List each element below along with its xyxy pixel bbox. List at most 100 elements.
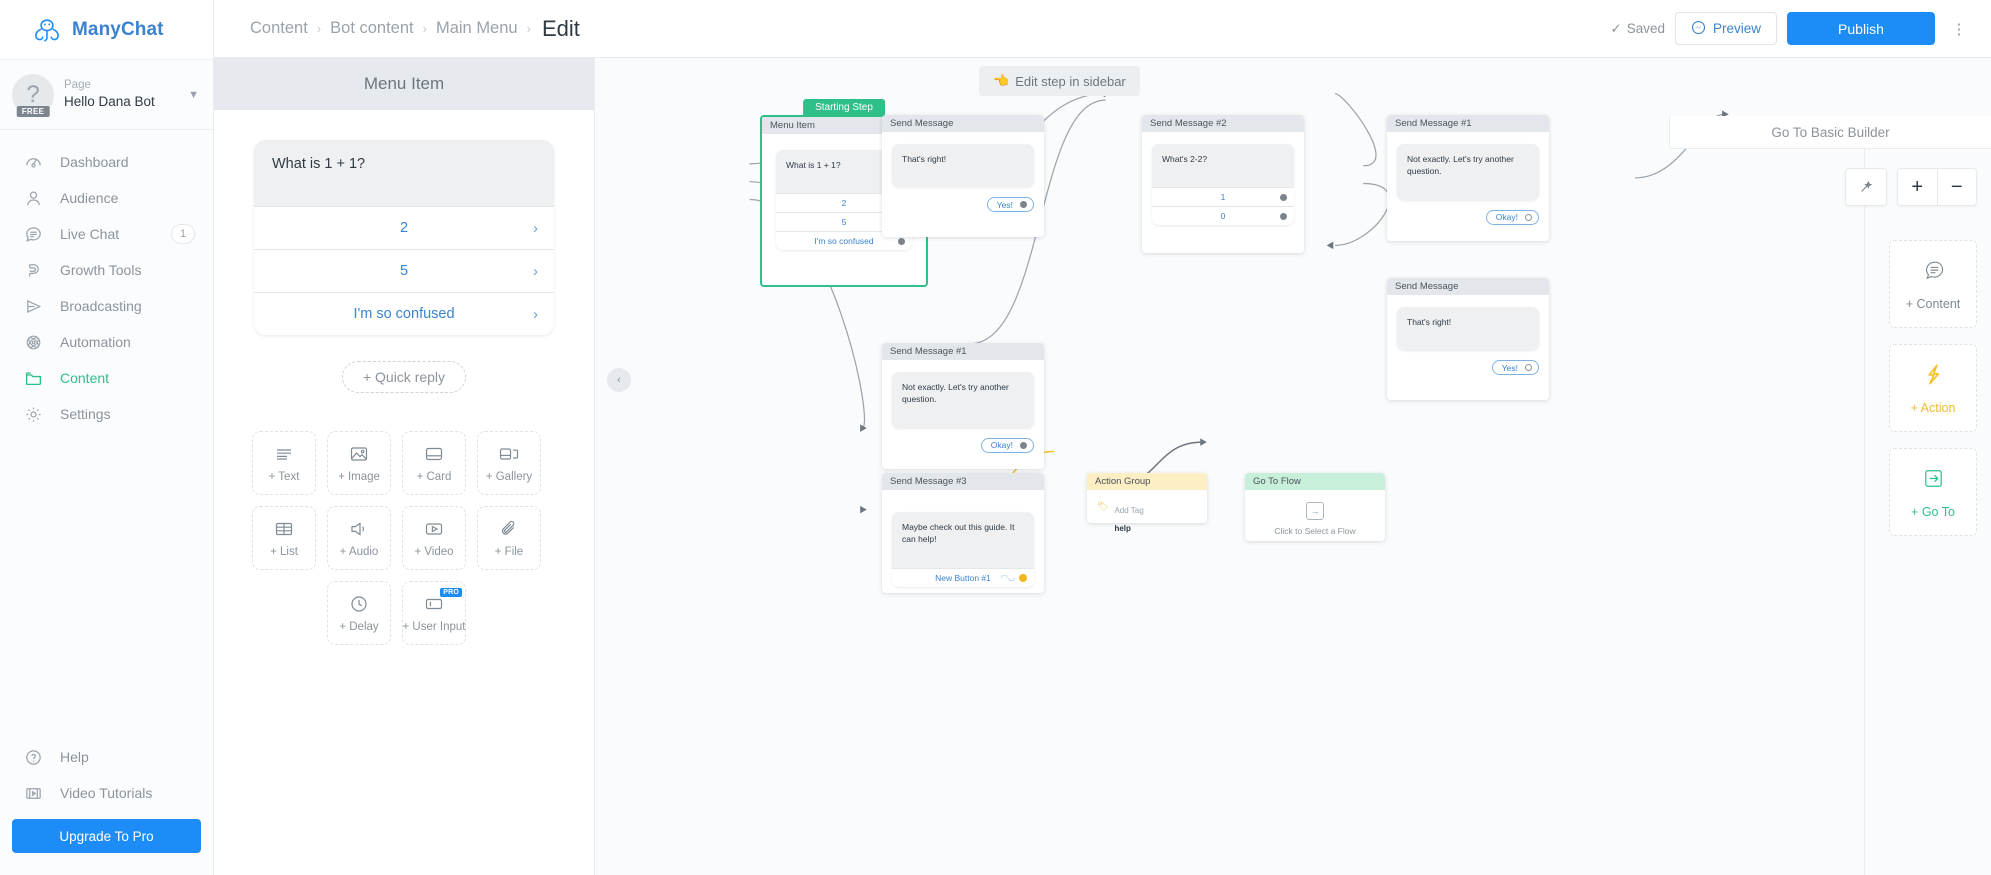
- upgrade-to-pro-button[interactable]: Upgrade To Pro: [12, 819, 201, 853]
- node-quick-reply[interactable]: Yes!: [986, 197, 1034, 213]
- sidebar-item-video-tutorials[interactable]: Video Tutorials: [0, 775, 213, 811]
- magic-wand-icon[interactable]: [1845, 168, 1887, 206]
- pro-badge: PRO: [440, 588, 462, 597]
- connector-dot[interactable]: [1020, 201, 1027, 209]
- node-body: → Click to Select a Flow: [1245, 490, 1385, 546]
- sidebar-spacer: [0, 432, 213, 739]
- sidebar-item-live-chat[interactable]: Live Chat 1: [0, 216, 213, 252]
- chat-bubble-icon: [22, 223, 44, 245]
- publish-button[interactable]: Publish: [1787, 12, 1935, 45]
- collapse-sidebar-handle[interactable]: ‹: [607, 368, 631, 392]
- sidebar-item-content[interactable]: Content: [0, 360, 213, 396]
- flow-node-send-message-3[interactable]: Send Message #3 Maybe check out this gui…: [882, 473, 1044, 593]
- connector-dot[interactable]: [1280, 193, 1287, 201]
- breadcrumb-separator-icon: ›: [526, 21, 531, 36]
- add-list-block[interactable]: + List: [252, 506, 316, 570]
- zoom-controls: + −: [1845, 168, 1977, 206]
- sidebar-item-dashboard[interactable]: Dashboard: [0, 144, 213, 180]
- connector-dot[interactable]: [898, 237, 905, 245]
- add-image-block[interactable]: + Image: [327, 431, 391, 495]
- flow-node-send-message-right[interactable]: Send Message That's right! Yes!: [1387, 278, 1549, 400]
- node-option[interactable]: 0: [1152, 206, 1294, 226]
- saved-label: Saved: [1626, 21, 1665, 36]
- zoom-out-button[interactable]: −: [1936, 169, 1977, 205]
- sidebar-item-growth-tools[interactable]: Growth Tools: [0, 252, 213, 288]
- flow-node-send-message-1-mid[interactable]: Send Message #1 Not exactly. Let's try a…: [882, 343, 1044, 469]
- sidebar-item-label: Growth Tools: [60, 262, 142, 278]
- more-vertical-icon[interactable]: ⋮: [1951, 20, 1967, 38]
- avatar: ? FREE: [12, 73, 54, 117]
- message-button[interactable]: 5 ›: [254, 249, 554, 292]
- quick-reply-row: + Quick reply: [252, 361, 556, 393]
- page-selector[interactable]: ? FREE Page Hello Dana Bot ▼: [0, 60, 213, 130]
- add-file-block[interactable]: + File: [477, 506, 541, 570]
- node-button-label: New Button #1: [935, 572, 991, 583]
- message-button[interactable]: I'm so confused ›: [254, 292, 554, 335]
- chevron-down-icon[interactable]: ▼: [188, 88, 199, 101]
- film-icon: [22, 782, 44, 804]
- add-card-block[interactable]: + Card: [402, 431, 466, 495]
- hand-point-icon: 👈: [993, 73, 1010, 88]
- add-gallery-block[interactable]: + Gallery: [477, 431, 541, 495]
- node-message-text: Not exactly. Let's try another question.: [902, 382, 1009, 405]
- add-content-card[interactable]: + Content: [1889, 240, 1977, 328]
- paperclip-icon: [498, 518, 520, 540]
- block-label: + List: [270, 546, 298, 558]
- flow-node-send-message-2[interactable]: Send Message #2 What's 2-2? 1 0: [1142, 115, 1304, 253]
- magnet-icon: [22, 259, 44, 281]
- flow-node-action-group[interactable]: Action Group 🏷 Add Tag help: [1087, 473, 1207, 533]
- node-option[interactable]: 1: [1152, 187, 1294, 207]
- chevron-right-icon: ›: [533, 262, 538, 280]
- flow-node-send-message-1-top[interactable]: Send Message #1 Not exactly. Let's try a…: [1387, 115, 1549, 241]
- go-to-basic-builder-button[interactable]: Go To Basic Builder: [1669, 116, 1991, 149]
- sidebar-item-help[interactable]: Help: [0, 739, 213, 775]
- add-go-to-card[interactable]: + Go To: [1889, 448, 1977, 536]
- add-action-card[interactable]: + Action: [1889, 344, 1977, 432]
- status-badge: ✓ Saved: [1610, 21, 1665, 37]
- chevron-left-icon: ‹: [617, 374, 621, 386]
- add-video-block[interactable]: + Video: [402, 506, 466, 570]
- link-icon: ◠◡: [1001, 573, 1015, 583]
- node-title: Send Message #1: [1387, 115, 1549, 132]
- zoom-in-button[interactable]: +: [1911, 175, 1924, 198]
- message-button[interactable]: 2 ›: [254, 206, 554, 249]
- node-option[interactable]: I'm so confused: [776, 231, 912, 251]
- add-audio-block[interactable]: + Audio: [327, 506, 391, 570]
- flow-node-go-to-flow[interactable]: Go To Flow → Click to Select a Flow: [1245, 473, 1385, 541]
- node-title: Action Group: [1087, 473, 1207, 490]
- flow-canvas[interactable]: 👈 Edit step in sidebar ‹: [595, 58, 1991, 875]
- sidebar-item-automation[interactable]: Automation: [0, 324, 213, 360]
- add-text-block[interactable]: + Text: [252, 431, 316, 495]
- breadcrumb-main-menu[interactable]: Main Menu: [435, 19, 518, 37]
- sidebar-item-settings[interactable]: Settings: [0, 396, 213, 432]
- zoom-group: + −: [1897, 168, 1977, 206]
- sidebar-item-label: Automation: [60, 334, 131, 350]
- node-title: Send Message #3: [882, 473, 1044, 490]
- message-text[interactable]: What is 1 + 1?: [272, 156, 366, 172]
- brand-logo-area[interactable]: ManyChat: [0, 0, 213, 60]
- preview-button[interactable]: Preview: [1674, 12, 1777, 45]
- live-chat-badge: 1: [171, 224, 195, 244]
- connector-ring[interactable]: [1525, 364, 1532, 372]
- sidebar-item-broadcasting[interactable]: Broadcasting: [0, 288, 213, 324]
- node-button[interactable]: New Button #1 ◠◡: [892, 567, 1034, 587]
- breadcrumb-separator-icon: ›: [316, 21, 322, 36]
- flow-node-send-message[interactable]: Send Message That's right! Yes!: [882, 115, 1044, 237]
- node-quick-reply[interactable]: Okay!: [1485, 209, 1539, 225]
- add-delay-block[interactable]: + Delay: [327, 581, 391, 645]
- connector-dot[interactable]: [1280, 212, 1287, 220]
- node-body: Not exactly. Let's try another question.…: [1387, 132, 1549, 239]
- action-item[interactable]: 🏷 Add Tag help: [1093, 496, 1201, 538]
- breadcrumb-content[interactable]: Content: [250, 19, 308, 37]
- sidebar-item-audience[interactable]: Audience: [0, 180, 213, 216]
- node-quick-reply[interactable]: Okay!: [980, 437, 1034, 453]
- connector-ring[interactable]: [1525, 213, 1532, 221]
- connector-dot[interactable]: [1020, 441, 1027, 449]
- speaker-icon: [348, 518, 370, 540]
- go-to-flow-selector[interactable]: → Click to Select a Flow: [1251, 494, 1379, 540]
- node-quick-reply[interactable]: Yes!: [1491, 360, 1539, 376]
- breadcrumb-bot-content[interactable]: Bot content: [330, 19, 414, 37]
- add-quick-reply-button[interactable]: + Quick reply: [341, 361, 467, 393]
- add-user-input-block[interactable]: PRO + User Input: [402, 581, 466, 645]
- breadcrumb: Content › Bot content › Main Menu › Edit: [250, 16, 580, 42]
